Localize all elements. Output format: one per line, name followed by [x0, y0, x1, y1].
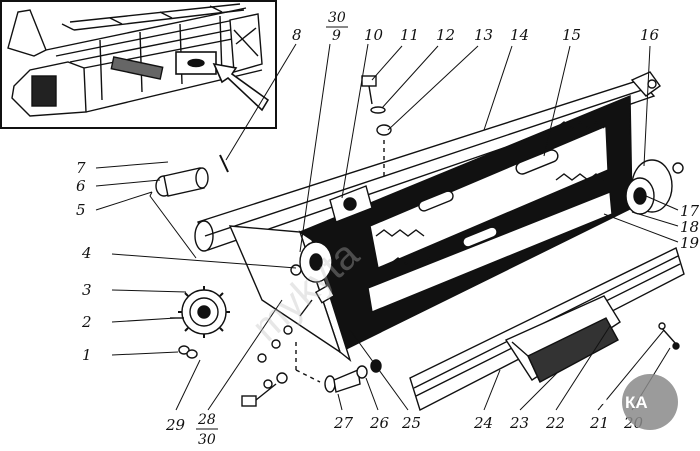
logo-badge [622, 374, 678, 430]
callout-22: 22 [545, 414, 565, 432]
callout-4: 4 [81, 244, 92, 262]
callout-1: 1 [82, 346, 92, 364]
callout-3: 3 [82, 281, 92, 299]
callout-7: 7 [76, 159, 86, 177]
callout-19: 19 [680, 234, 700, 252]
callout-16: 16 [640, 26, 660, 44]
callout-17: 17 [680, 202, 700, 220]
bolt-stack-lower [241, 284, 382, 407]
callout-10: 10 [364, 26, 384, 44]
callout-30-9-numerator: 30 [328, 10, 346, 26]
pointer-arrow [212, 62, 270, 112]
inset-view [0, 0, 277, 129]
brand-logo: АГРО КА [574, 374, 678, 430]
roller-pin [155, 167, 209, 197]
callout-18: 18 [680, 218, 699, 236]
callout-27: 27 [333, 414, 354, 432]
callout-13: 13 [474, 26, 493, 44]
callout-26: 26 [369, 414, 390, 432]
callout-11: 11 [400, 26, 419, 44]
callout-28-30-denominator: 30 [198, 432, 216, 448]
drive-sprocket-left [178, 286, 230, 338]
callout-15: 15 [562, 26, 581, 44]
tube-end-cap [194, 220, 214, 252]
logo-text: АГРО КА [574, 393, 648, 412]
callout-6: 6 [76, 177, 86, 195]
callout-29: 29 [165, 416, 186, 434]
callout-5: 5 [76, 201, 86, 219]
callout-30-9-denominator: 9 [332, 28, 341, 44]
callout-24: 24 [473, 414, 493, 432]
callout-2: 2 [81, 313, 92, 331]
callout-25: 25 [401, 414, 421, 432]
callout-labels: 1 2 3 4 5 6 7 8 30 9 10 11 12 13 14 15 1… [76, 10, 700, 448]
callout-30-9: 30 9 [326, 10, 348, 44]
drive-sprocket-right [625, 159, 684, 215]
callout-8: 8 [292, 26, 302, 44]
callout-23: 23 [509, 414, 529, 432]
callout-28-30-numerator: 28 [197, 412, 216, 428]
callout-21: 21 [589, 414, 609, 432]
side-plate [228, 225, 342, 354]
callout-28-30: 28 30 [196, 412, 218, 448]
inset-machine [7, 3, 263, 117]
callout-14: 14 [510, 26, 529, 44]
lower-shield-assembly [409, 247, 685, 412]
main-assembly [155, 71, 685, 412]
callout-12: 12 [436, 26, 455, 44]
